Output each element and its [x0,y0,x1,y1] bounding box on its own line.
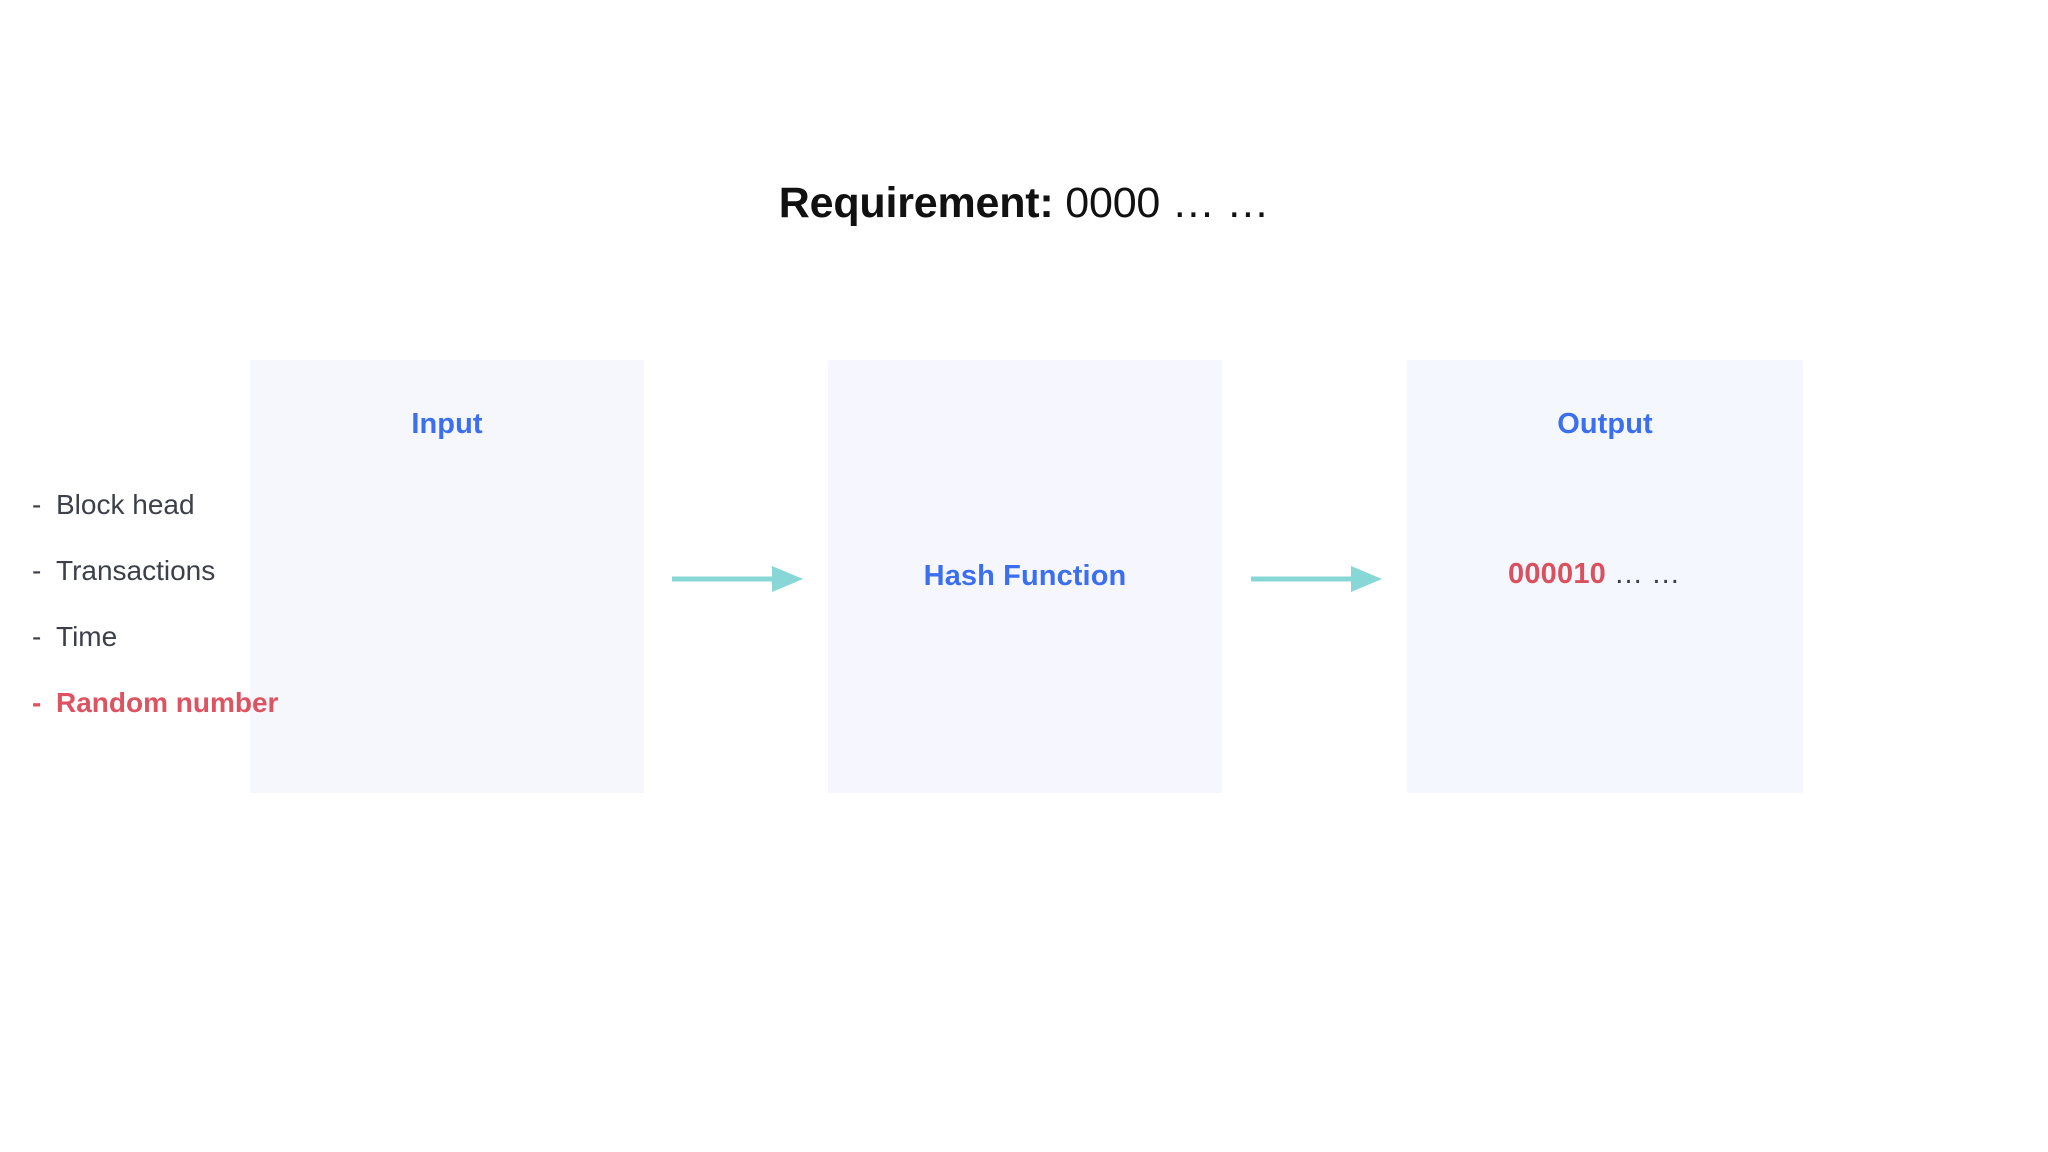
output-panel-heading: Output [1557,408,1653,440]
bullet-dash: - [32,621,42,652]
input-items-list: - Block head - Transactions - Time - Ran… [32,487,278,751]
arrow-input-to-hash-icon [672,563,804,595]
list-item-label: Block head [56,489,195,520]
list-item-highlighted: - Random number [32,685,278,751]
bullet-dash: - [32,555,42,586]
hash-function-panel: Hash Function [828,360,1222,793]
list-item: - Time [32,619,278,685]
list-item: - Transactions [32,553,278,619]
bullet-dash: - [32,687,42,718]
list-item-label: Random number [56,687,279,718]
output-hash-value: 000010 … … [1508,555,1680,593]
title-value: 0000 … … [1065,179,1270,227]
output-hash-rest: … … [1605,558,1681,590]
output-panel: Output [1407,360,1803,793]
output-hash-digits: 000010 [1508,558,1606,590]
hash-function-label: Hash Function [923,560,1127,592]
list-item: - Block head [32,487,278,553]
arrow-hash-to-output-icon [1251,563,1383,595]
list-item-label: Time [56,621,118,652]
title-label: Requirement: [778,179,1054,227]
page-title: Requirement: 0000 … … [0,175,2048,231]
list-item-label: Transactions [56,555,216,586]
input-panel: Input [250,360,644,793]
bullet-dash: - [32,489,42,520]
input-panel-heading: Input [411,408,483,440]
